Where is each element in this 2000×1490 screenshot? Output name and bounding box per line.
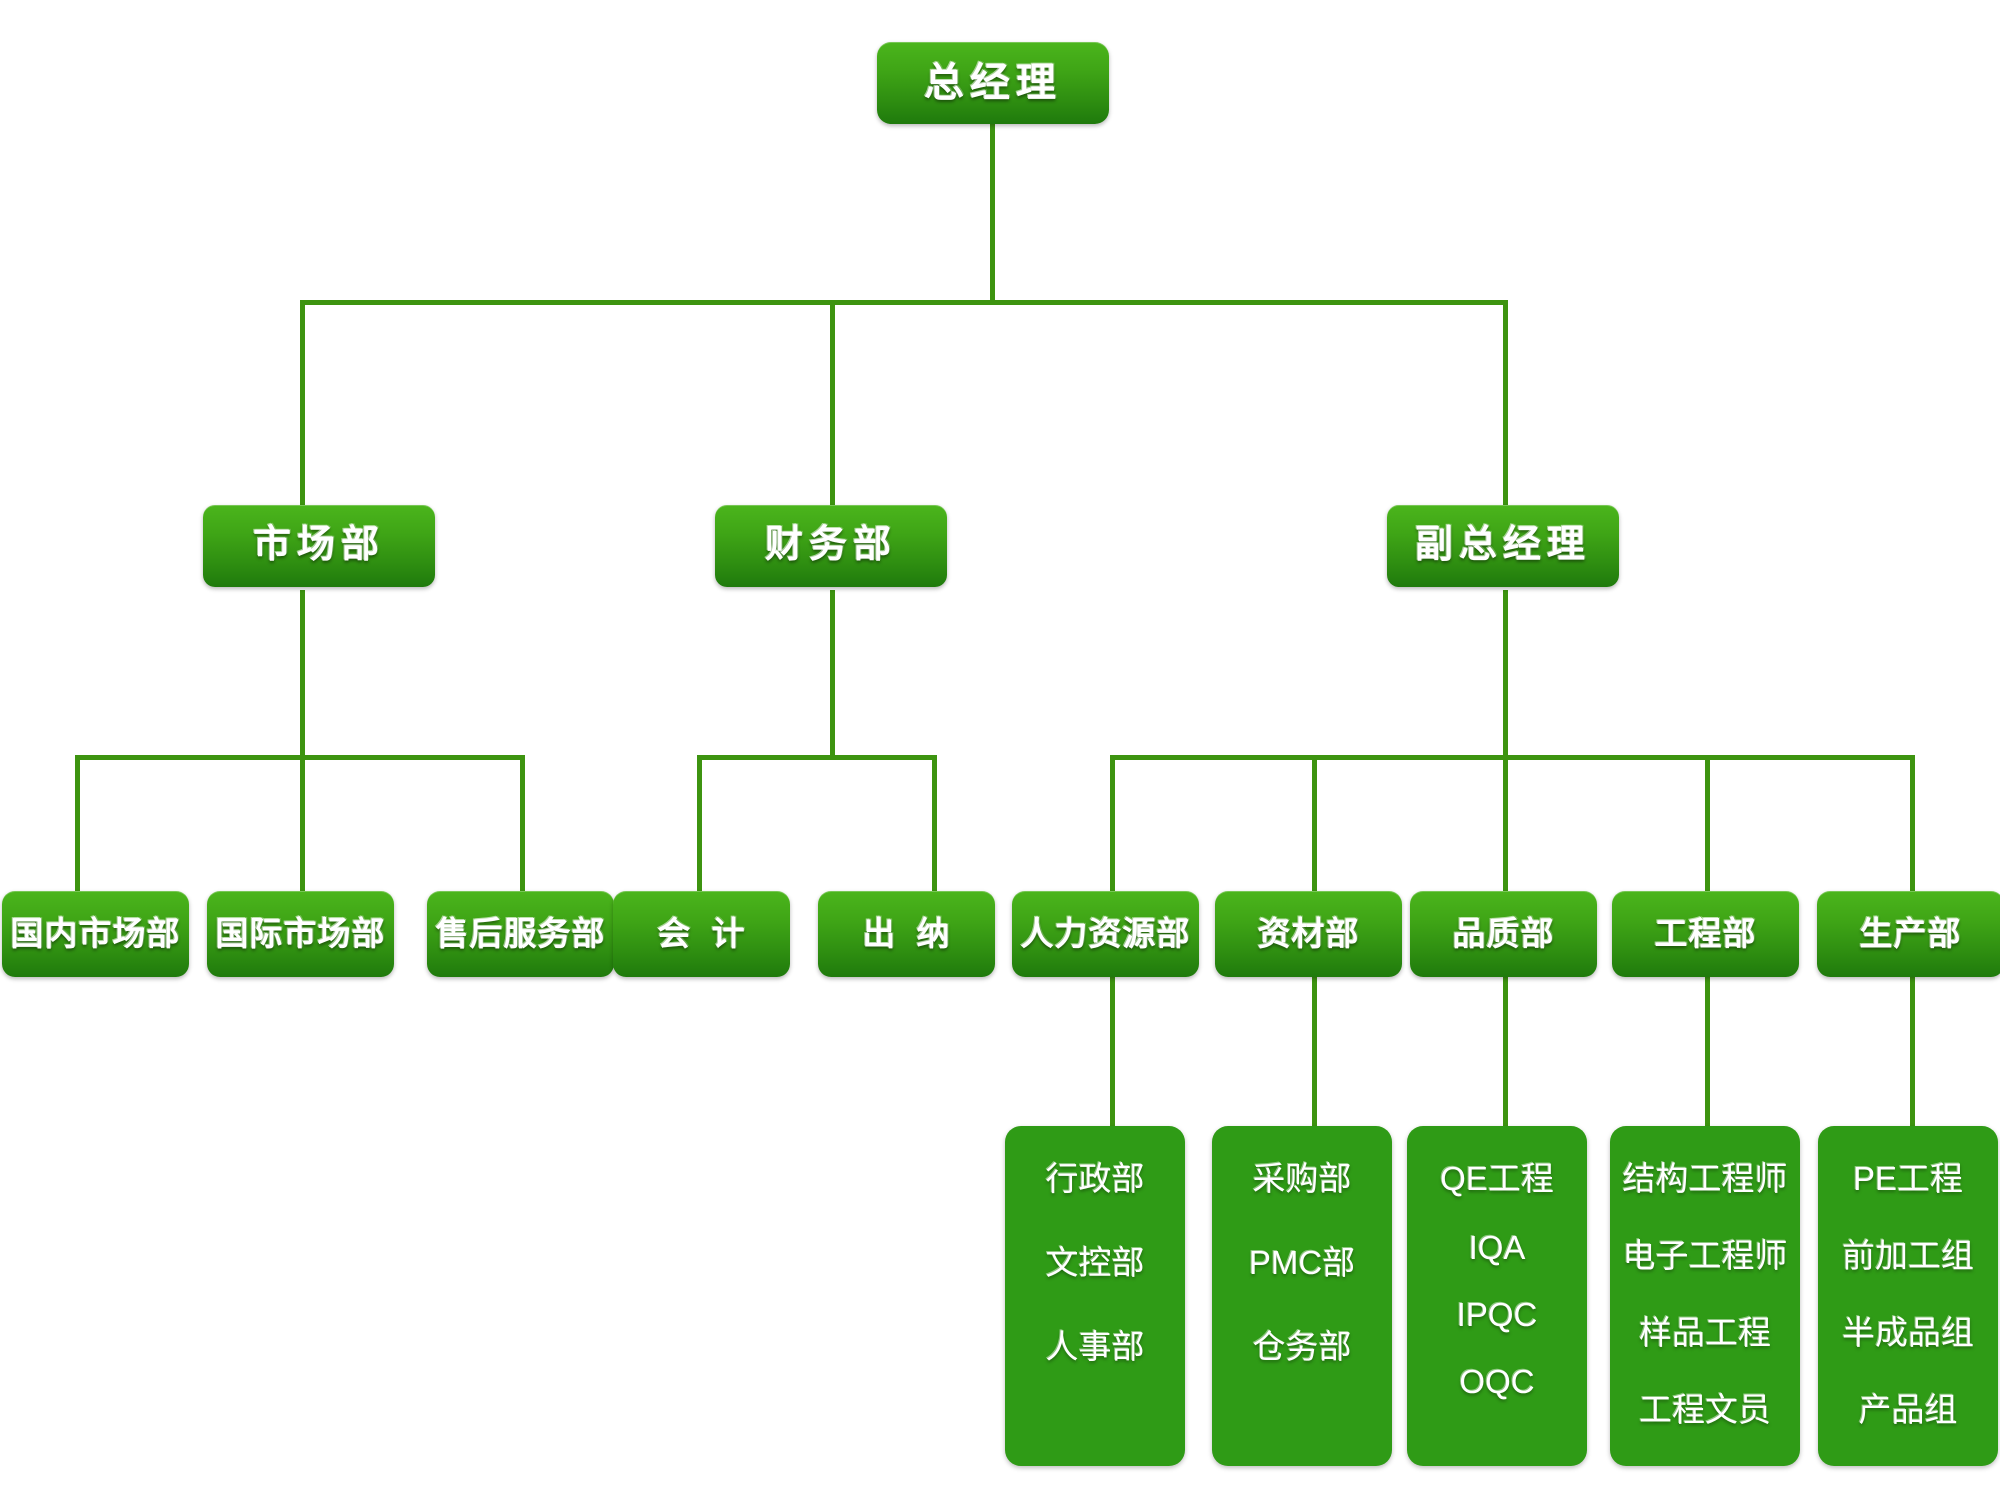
node-marketing-dept[interactable]: 市场部 <box>203 505 435 587</box>
node-hr-dept-label: 人力资源部 <box>1020 915 1191 953</box>
connector-drop-quality <box>1503 755 1508 895</box>
list-item: 仓务部 <box>1252 1328 1352 1365</box>
list-item: 人事部 <box>1045 1328 1145 1365</box>
connector-quality-to-items <box>1503 976 1508 1126</box>
list-item: IQA <box>1468 1229 1526 1266</box>
connector-level2-bus <box>300 300 1508 305</box>
node-engineering-items-group[interactable]: 结构工程师 电子工程师 样品工程 工程文员 <box>1610 1126 1800 1466</box>
connector-drop-finance <box>830 300 835 505</box>
node-cashier-label: 出 纳 <box>862 915 951 953</box>
node-cashier[interactable]: 出 纳 <box>818 891 995 977</box>
connector-engineering-to-items <box>1705 976 1710 1126</box>
node-international-market-dept[interactable]: 国际市场部 <box>207 891 394 977</box>
connector-marketing-stem <box>300 590 305 758</box>
connector-hr-to-items <box>1110 976 1115 1126</box>
node-after-sales-dept-label: 售后服务部 <box>435 915 606 953</box>
connector-root-stem <box>990 123 995 303</box>
node-hr-items-group[interactable]: 行政部 文控部 人事部 <box>1005 1126 1185 1466</box>
list-item: 半成品组 <box>1842 1314 1974 1351</box>
node-production-dept[interactable]: 生产部 <box>1817 891 2000 977</box>
connector-drop-cashier <box>932 755 937 895</box>
connector-drop-deputy-gm <box>1503 300 1508 505</box>
node-quality-dept-label: 品质部 <box>1452 915 1555 953</box>
list-item: OQC <box>1459 1363 1535 1400</box>
node-accounting-label: 会 计 <box>657 915 746 953</box>
node-finance-dept[interactable]: 财务部 <box>715 505 947 587</box>
connector-finance-bus <box>697 755 937 760</box>
node-materials-dept[interactable]: 资材部 <box>1215 891 1402 977</box>
connector-production-to-items <box>1910 976 1915 1126</box>
node-engineering-dept[interactable]: 工程部 <box>1612 891 1799 977</box>
connector-drop-hr <box>1110 755 1115 895</box>
node-materials-dept-label: 资材部 <box>1257 915 1360 953</box>
connector-drop-domestic-market <box>75 755 80 895</box>
list-item: 采购部 <box>1252 1160 1352 1197</box>
node-domestic-market-dept[interactable]: 国内市场部 <box>2 891 189 977</box>
connector-drop-marketing <box>300 300 305 505</box>
node-general-manager-label: 总经理 <box>924 61 1062 105</box>
list-item: PE工程 <box>1852 1160 1964 1197</box>
list-item: 前加工组 <box>1842 1237 1974 1274</box>
connector-finance-stem <box>830 590 835 758</box>
node-quality-items-group[interactable]: QE工程 IQA IPQC OQC <box>1407 1126 1587 1466</box>
node-production-dept-label: 生产部 <box>1859 915 1962 953</box>
list-item: QE工程 <box>1440 1160 1554 1197</box>
node-accounting[interactable]: 会 计 <box>613 891 790 977</box>
list-item: IPQC <box>1456 1296 1538 1333</box>
node-general-manager[interactable]: 总经理 <box>877 42 1109 124</box>
list-item: 电子工程师 <box>1622 1237 1788 1274</box>
node-deputy-general-manager[interactable]: 副总经理 <box>1387 505 1619 587</box>
list-item: 样品工程 <box>1639 1314 1771 1351</box>
node-domestic-market-dept-label: 国内市场部 <box>10 915 181 953</box>
list-item: 工程文员 <box>1639 1391 1771 1428</box>
list-item: 结构工程师 <box>1622 1160 1788 1197</box>
connector-drop-accounting <box>697 755 702 895</box>
connector-drop-international-market <box>300 755 305 895</box>
node-hr-dept[interactable]: 人力资源部 <box>1012 891 1199 977</box>
node-engineering-dept-label: 工程部 <box>1654 915 1757 953</box>
connector-drop-production <box>1910 755 1915 895</box>
connector-deputy-gm-stem <box>1503 590 1508 758</box>
node-after-sales-dept[interactable]: 售后服务部 <box>427 891 614 977</box>
node-materials-items-group[interactable]: 采购部 PMC部 仓务部 <box>1212 1126 1392 1466</box>
connector-materials-to-items <box>1312 976 1317 1126</box>
node-production-items-group[interactable]: PE工程 前加工组 半成品组 产品组 <box>1818 1126 1998 1466</box>
connector-deputy-gm-bus <box>1110 755 1915 760</box>
connector-drop-materials <box>1312 755 1317 895</box>
list-item: 文控部 <box>1045 1244 1145 1281</box>
node-quality-dept[interactable]: 品质部 <box>1410 891 1597 977</box>
node-marketing-dept-label: 市场部 <box>252 524 385 567</box>
node-finance-dept-label: 财务部 <box>764 524 897 567</box>
list-item: 行政部 <box>1045 1160 1145 1197</box>
node-deputy-general-manager-label: 副总经理 <box>1414 524 1591 567</box>
list-item: 产品组 <box>1858 1391 1958 1428</box>
connector-drop-after-sales <box>520 755 525 895</box>
connector-drop-engineering <box>1705 755 1710 895</box>
node-international-market-dept-label: 国际市场部 <box>215 915 386 953</box>
list-item: PMC部 <box>1248 1244 1356 1281</box>
